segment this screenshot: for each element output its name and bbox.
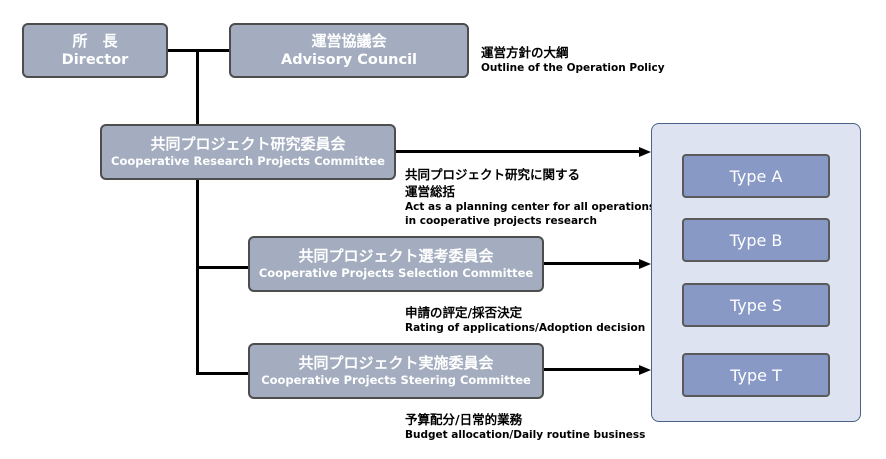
- director-en-label: Director: [61, 51, 129, 68]
- arrow-research-line: [394, 150, 639, 153]
- research-note-en-2: in cooperative projects research: [405, 215, 597, 227]
- steering-committee-en-label: Cooperative Projects Steering Committee: [261, 373, 531, 387]
- research-committee-note: 共同プロジェクト研究に関する 運営総括 Act as a planning ce…: [405, 166, 655, 228]
- steering-committee-box: 共同プロジェクト実施委員会 Cooperative Projects Steer…: [248, 343, 544, 399]
- research-note-en-1: Act as a planning center for all operati…: [405, 201, 656, 213]
- research-committee-en-label: Cooperative Research Projects Committee: [111, 154, 385, 168]
- connector-to-steering: [196, 372, 250, 375]
- advisory-council-box: 運営協議会 Advisory Council: [229, 23, 469, 78]
- director-jp-label: 所 長: [72, 31, 118, 50]
- arrow-steering-head: [639, 364, 651, 375]
- type-s-box: Type S: [682, 283, 830, 327]
- selection-note-jp: 申請の評定/採否決定: [405, 305, 523, 320]
- arrow-steering-line: [542, 368, 639, 371]
- type-b-box: Type B: [682, 218, 830, 262]
- research-committee-box: 共同プロジェクト研究委員会 Cooperative Research Proje…: [100, 124, 396, 180]
- arrow-selection-line: [542, 262, 639, 265]
- director-box: 所 長 Director: [22, 23, 168, 78]
- advisory-note: 運営方針の大綱 Outline of the Operation Policy: [481, 44, 665, 75]
- steering-note-en: Budget allocation/Daily routine business: [405, 429, 646, 441]
- advisory-note-en: Outline of the Operation Policy: [481, 62, 665, 74]
- connector-main-trunk: [196, 50, 199, 126]
- selection-committee-jp-label: 共同プロジェクト選考委員会: [298, 247, 494, 265]
- selection-note-en: Rating of applications/Adoption decision: [405, 322, 646, 334]
- selection-committee-box: 共同プロジェクト選考委員会 Cooperative Projects Selec…: [248, 236, 544, 292]
- steering-committee-note: 予算配分/日常的業務 Budget allocation/Daily routi…: [405, 411, 645, 442]
- selection-committee-en-label: Cooperative Projects Selection Committee: [258, 266, 534, 280]
- arrow-research-head: [639, 146, 651, 157]
- steering-note-jp: 予算配分/日常的業務: [405, 412, 523, 427]
- advisory-jp-label: 運営協議会: [311, 31, 387, 50]
- selection-committee-note: 申請の評定/採否決定 Rating of applications/Adopti…: [405, 304, 645, 335]
- type-a-box: Type A: [682, 154, 830, 198]
- type-t-box: Type T: [682, 353, 830, 397]
- arrow-selection-head: [639, 258, 651, 269]
- research-note-jp-2: 運営総括: [405, 184, 456, 199]
- advisory-note-jp: 運営方針の大綱: [481, 45, 569, 60]
- steering-committee-jp-label: 共同プロジェクト実施委員会: [298, 354, 494, 372]
- research-note-jp-1: 共同プロジェクト研究に関する: [405, 167, 581, 182]
- connector-lower-trunk: [196, 178, 199, 375]
- research-committee-jp-label: 共同プロジェクト研究委員会: [150, 135, 346, 153]
- connector-to-selection: [196, 266, 250, 269]
- advisory-en-label: Advisory Council: [280, 51, 418, 68]
